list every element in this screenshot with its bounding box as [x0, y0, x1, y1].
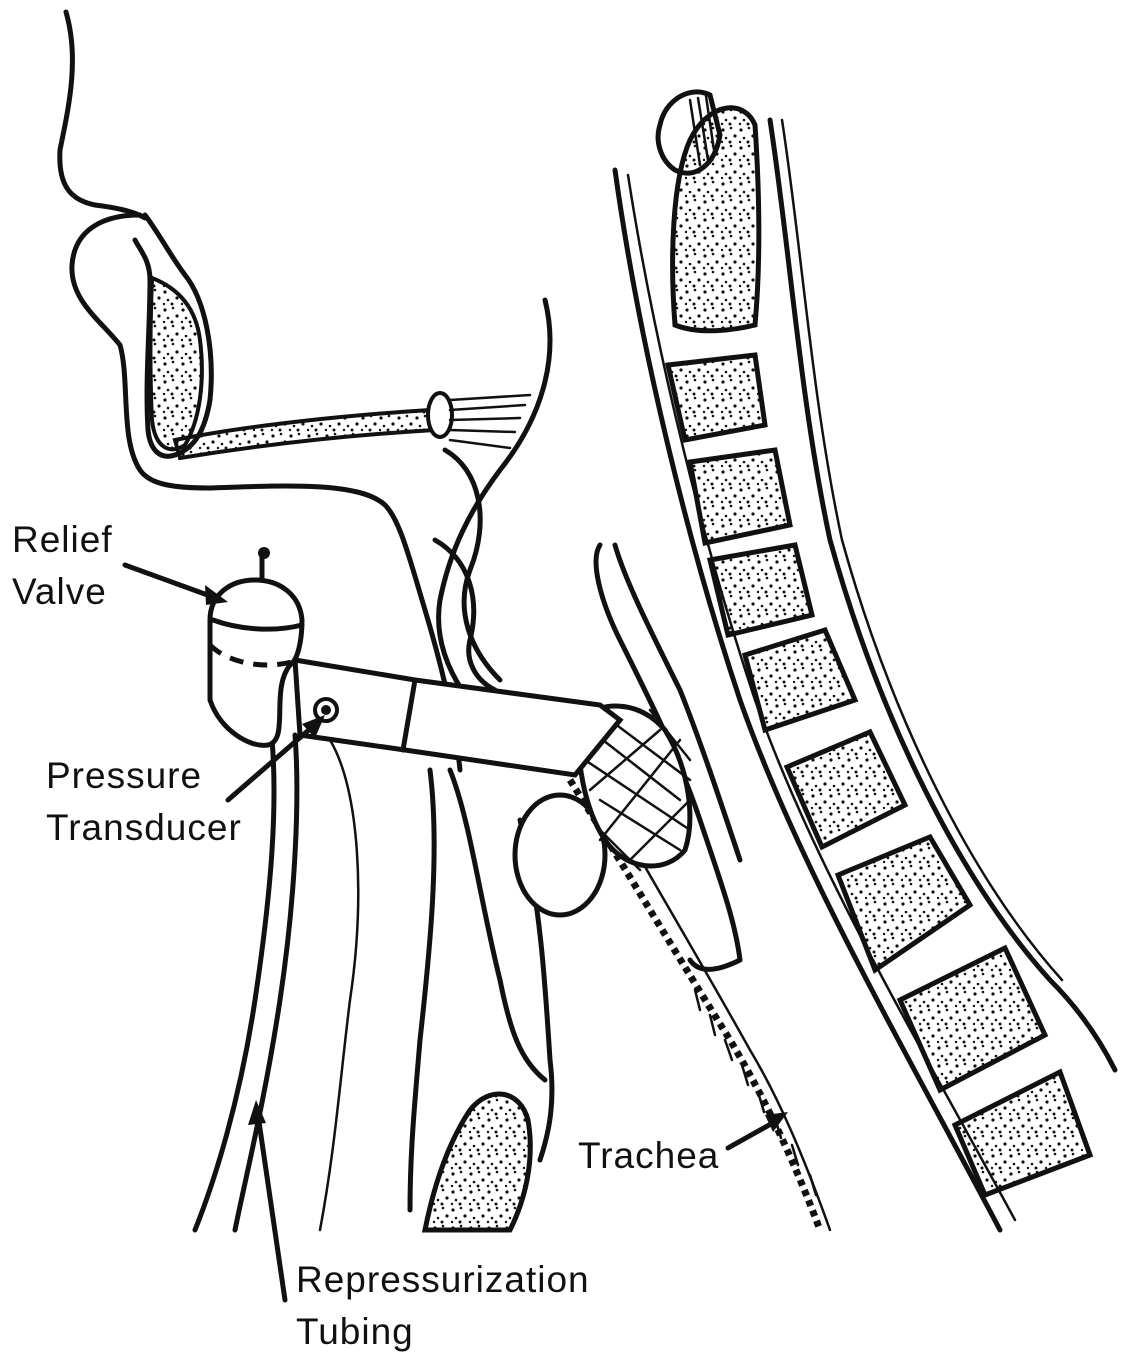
- vertebra-c3: [668, 355, 765, 440]
- vertebra-t3: [955, 1072, 1090, 1195]
- relief-valve-arrow: [125, 565, 213, 597]
- valve-stem-knob: [258, 547, 270, 559]
- vertebra-t2: [900, 948, 1045, 1090]
- label-pressure-transducer: Pressure Transducer: [46, 750, 242, 854]
- hyoid-bar: [175, 410, 435, 458]
- label-trachea: Trachea: [578, 1130, 719, 1182]
- device-tube: [295, 660, 620, 775]
- vertebra-t1: [838, 837, 970, 970]
- sternum-bone: [425, 1094, 530, 1230]
- face-profile: [60, 12, 145, 218]
- vertebra-c4: [690, 450, 790, 543]
- jaw-bone: [151, 278, 202, 449]
- label-relief-valve: Relief Valve: [12, 514, 113, 618]
- vertebra-c5: [710, 545, 812, 635]
- label-repressurization-tubing: Repressurization Tubing: [296, 1254, 590, 1358]
- vertebra-c6: [745, 630, 855, 730]
- pharynx-wall: [439, 300, 550, 730]
- vertebra-c7: [787, 732, 905, 847]
- hyoid-joint: [428, 393, 452, 437]
- repressurization-arrow: [258, 1115, 285, 1300]
- spine-outline-3: [770, 120, 1115, 1070]
